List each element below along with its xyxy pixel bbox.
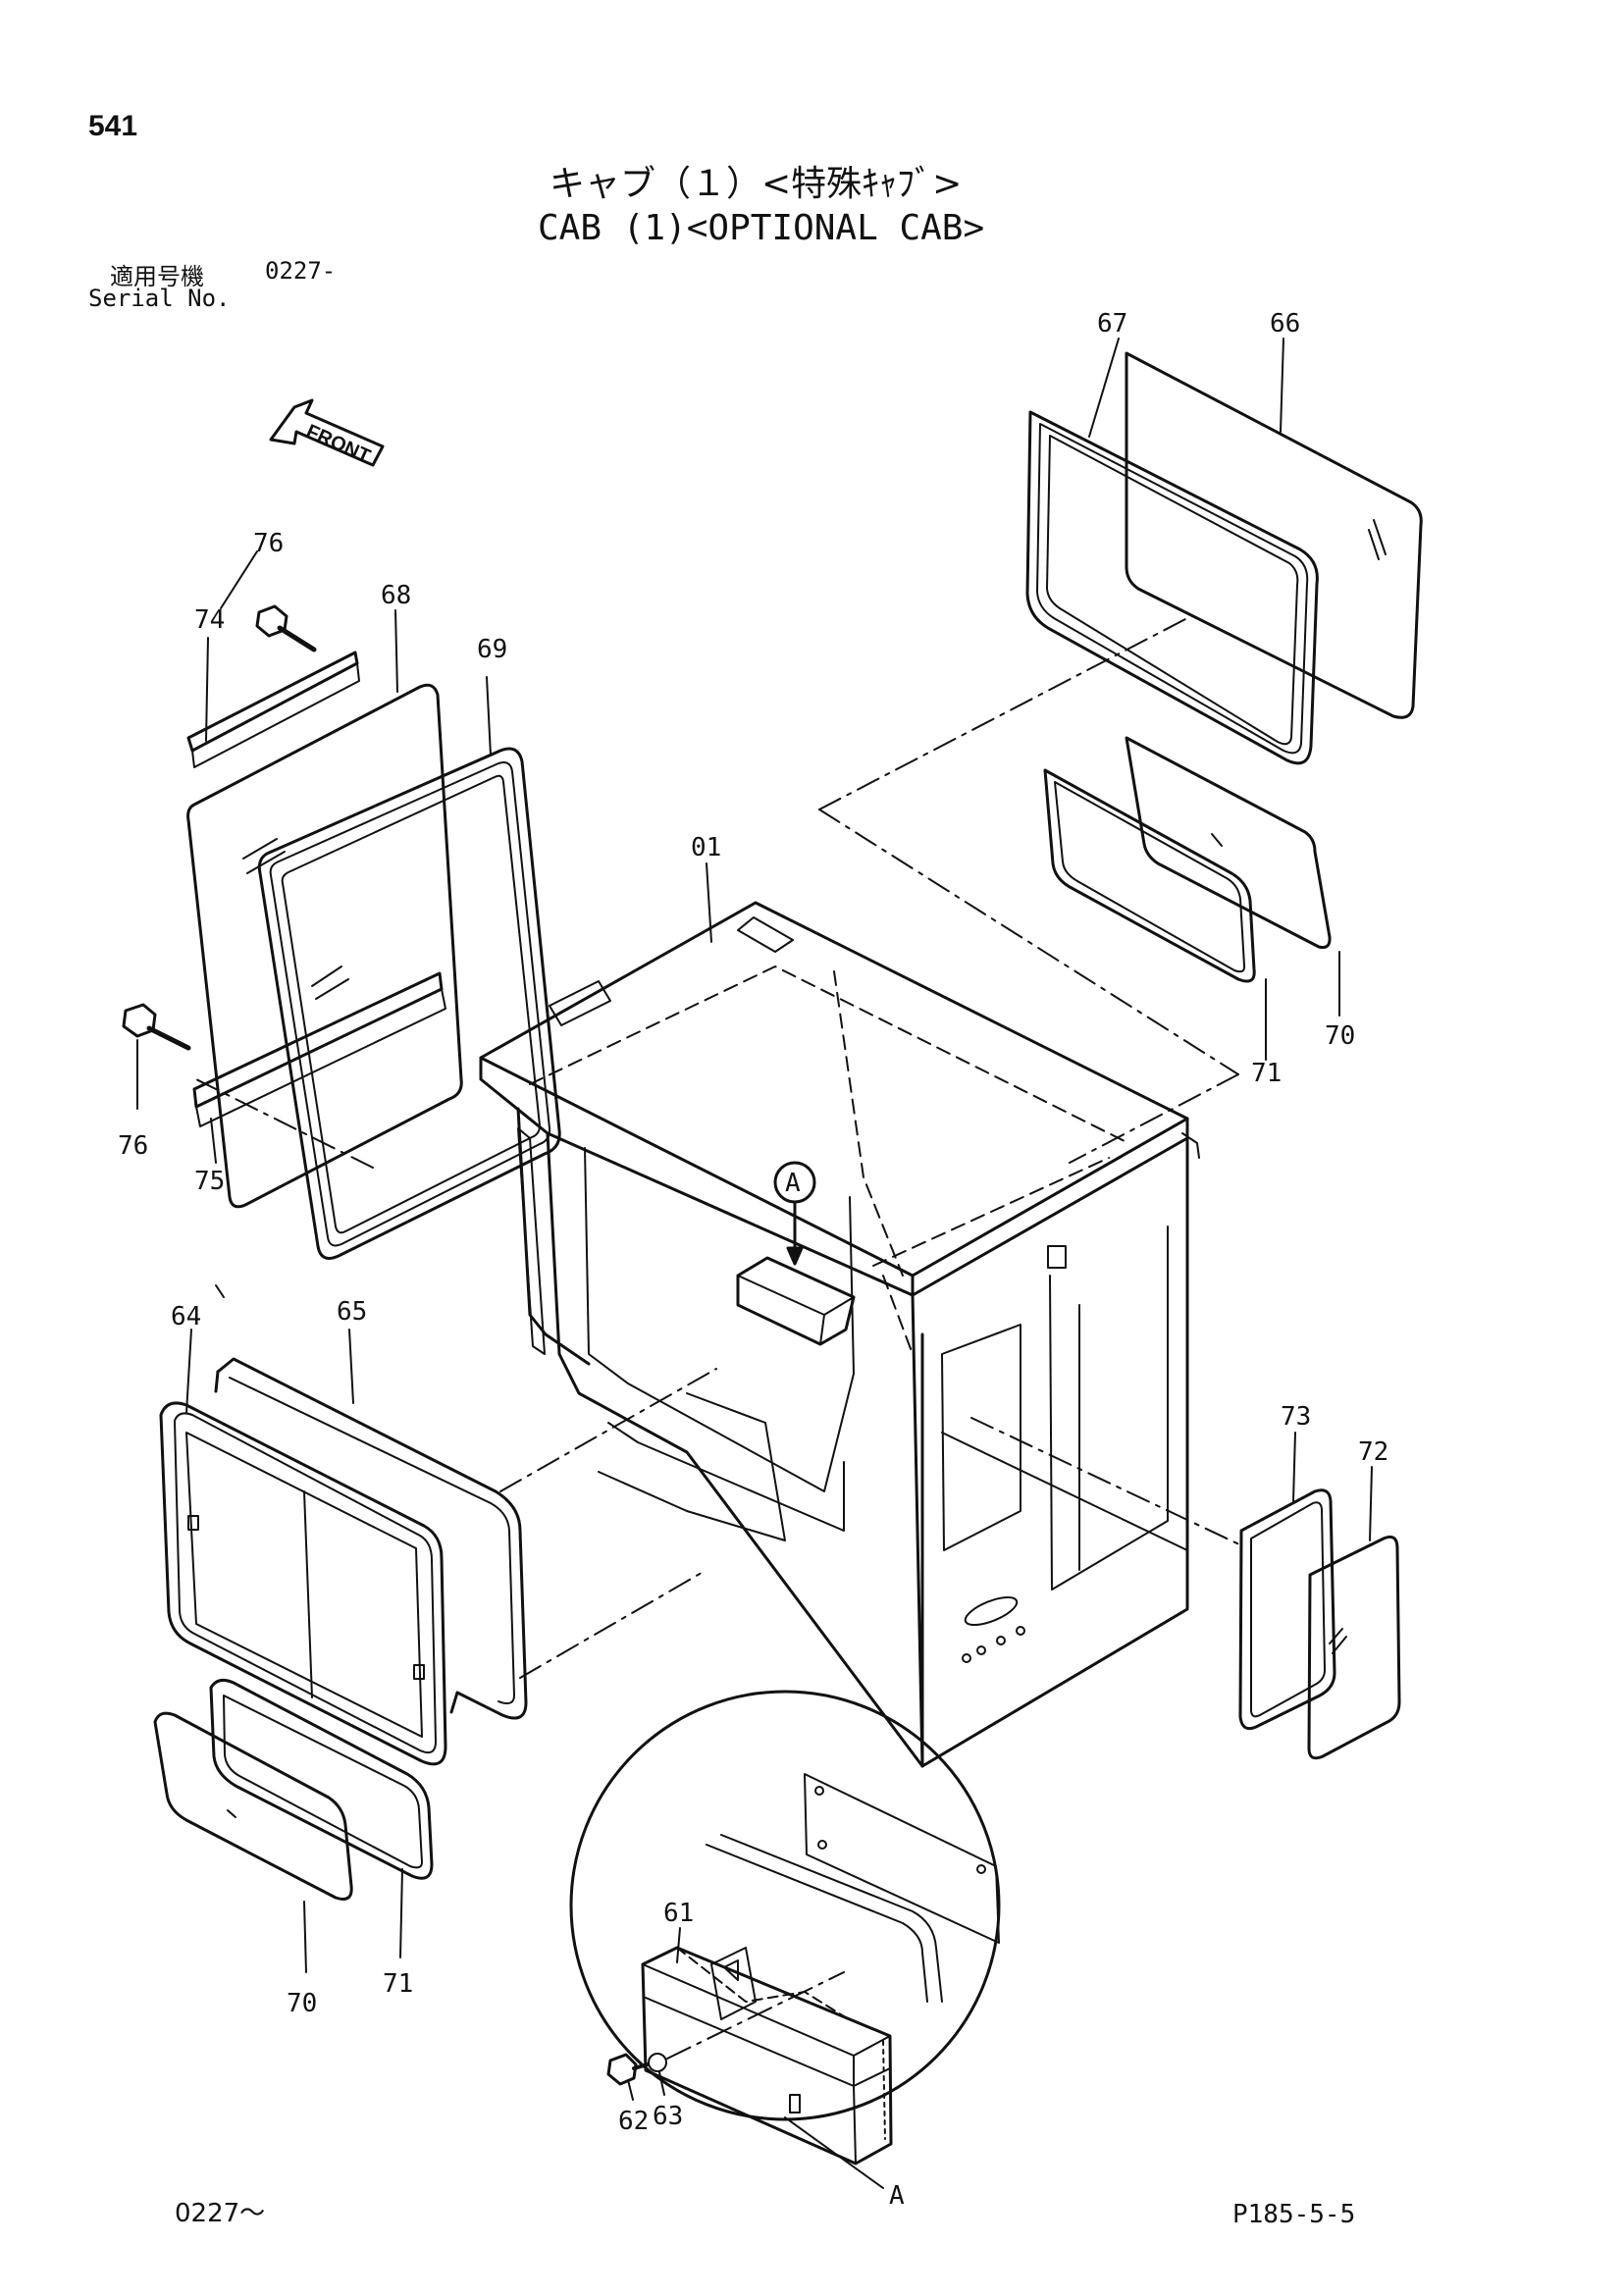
- part-70-glass-bottom: [153, 1711, 353, 1901]
- title-japanese: キャブ（１）<特殊ｷｬﾌﾞ>: [550, 164, 963, 204]
- callout-70-right: 70: [1325, 1021, 1355, 1051]
- front-arrow-icon: FRONT: [269, 398, 385, 468]
- explode-lines: [195, 617, 1242, 1679]
- part-73-seal: [1238, 1488, 1336, 1731]
- page-number: 541: [88, 110, 138, 142]
- callout-72: 72: [1358, 1437, 1388, 1467]
- part-69-seal-left: [257, 747, 561, 1260]
- part-65-seal: [214, 1357, 528, 1720]
- serial-label-japanese: 適用号機: [110, 263, 204, 290]
- callout-63: 63: [653, 2102, 683, 2131]
- callout-68: 68: [381, 581, 411, 610]
- callout-76-top: 76: [253, 529, 284, 558]
- part-71-seal-bottom: [209, 1678, 434, 1880]
- part-75-rail: [192, 971, 446, 1127]
- detail-a-box: A: [736, 1161, 856, 1346]
- callout-67: 67: [1097, 309, 1127, 339]
- callout-61: 61: [663, 1899, 694, 1928]
- part-66-glass: [1125, 351, 1423, 719]
- footer-serial: 0227～: [175, 2199, 266, 2228]
- part-68-glass-left: [186, 683, 463, 1209]
- part-72-glass: [1307, 1535, 1401, 1760]
- callout-73: 73: [1281, 1402, 1311, 1432]
- callout-detail-a: A: [889, 2181, 905, 2211]
- callout-69: 69: [477, 635, 507, 664]
- serial-label-english: Serial No.: [88, 285, 231, 312]
- leader-lines: [136, 338, 1373, 2101]
- callout-71-right: 71: [1251, 1059, 1282, 1088]
- callout-64: 64: [171, 1302, 201, 1331]
- callout-70-bottom: 70: [287, 1989, 317, 2018]
- part-76-bolt-left: [122, 1003, 191, 1051]
- callout-74: 74: [194, 605, 225, 635]
- detail-a-circle: [569, 1690, 1001, 2189]
- detail-a-marker: A: [785, 1169, 801, 1198]
- part-71-seal-right: [1043, 768, 1256, 983]
- callout-71-bottom: 71: [383, 1969, 413, 1999]
- part-64-window: [159, 1401, 447, 1766]
- callout-62: 62: [618, 2107, 649, 2136]
- callout-labels: 67 66 76 68 74 69 01 70 71 76 75 64 65 7…: [118, 309, 1388, 2211]
- callout-65: 65: [337, 1297, 367, 1327]
- part-67-seal: [1025, 410, 1319, 765]
- part-70-glass-right: [1125, 736, 1332, 949]
- part-01-cab-body: [479, 901, 1200, 1768]
- part-74-rail: [186, 651, 360, 768]
- callout-76-left: 76: [118, 1131, 148, 1161]
- part-76-bolt-top: [255, 604, 317, 652]
- serial-value: 0227-: [265, 257, 337, 285]
- callout-01: 01: [691, 833, 721, 862]
- callout-66: 66: [1270, 309, 1300, 339]
- footer-page-code: P185-5-5: [1232, 2200, 1356, 2229]
- callout-75: 75: [194, 1167, 225, 1196]
- title-english: CAB (1)<OPTIONAL CAB>: [538, 208, 985, 248]
